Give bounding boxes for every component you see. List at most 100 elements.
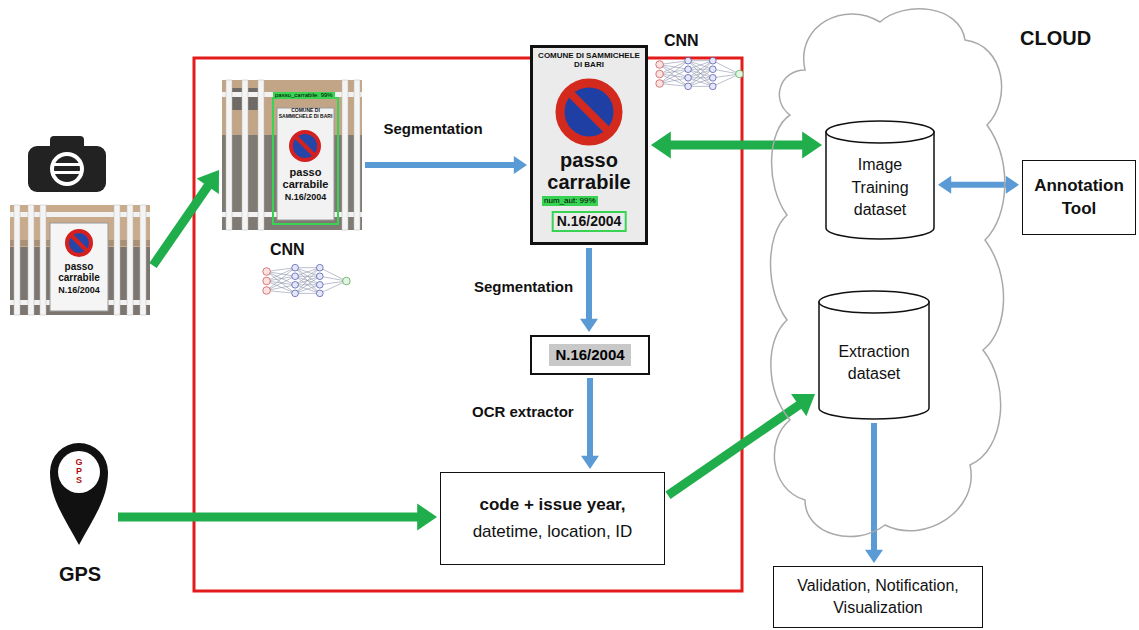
arrow-shaft bbox=[365, 162, 515, 168]
camera-lens-ring bbox=[50, 152, 84, 186]
cylinder-body bbox=[819, 302, 929, 419]
flow-arrow bbox=[938, 176, 1019, 194]
flow-arrow bbox=[581, 378, 599, 469]
detection-box bbox=[273, 98, 338, 224]
gate-bar bbox=[28, 205, 34, 315]
plate-number: N.16/2004 bbox=[552, 211, 627, 232]
gps-label: GPS bbox=[45, 562, 115, 586]
sign-text: passo carrabile bbox=[50, 261, 108, 283]
municipality-text: COMUNE DI SAMMICHELE DI BARI bbox=[536, 51, 642, 69]
tool-box: Annotation Tool bbox=[1022, 160, 1136, 235]
database-name: Image Training dataset bbox=[831, 154, 929, 221]
tool-name: Annotation Tool bbox=[1028, 175, 1130, 219]
camera-icon bbox=[28, 136, 106, 192]
sign-number: N.16/2004 bbox=[50, 285, 108, 295]
arrow-shaft bbox=[950, 182, 1007, 188]
arrow-head bbox=[651, 132, 671, 159]
cloud-heading: CLOUD bbox=[1020, 26, 1091, 50]
arrow-head bbox=[938, 176, 951, 194]
flow-arrow bbox=[580, 248, 598, 332]
no-parking-bar bbox=[295, 136, 315, 156]
detection-photo: passo_carrabile: 99% COMUNE DI SAMMICHELE… bbox=[222, 80, 362, 230]
neural-network-icon bbox=[656, 57, 743, 89]
flow-arrow bbox=[365, 156, 527, 174]
detection-label: passo_carrabile: 99% bbox=[273, 92, 335, 99]
gate-bar bbox=[114, 205, 120, 315]
edge-device-frame bbox=[194, 58, 742, 591]
lens-stripe bbox=[54, 171, 80, 174]
edge-label: OCR extractor bbox=[470, 403, 576, 421]
gate-bar bbox=[342, 80, 348, 230]
input-photo-picture bbox=[10, 205, 150, 315]
gate-bar bbox=[226, 80, 232, 230]
no-parking-bar bbox=[569, 92, 609, 132]
database-cylinder: Extraction dataset bbox=[818, 290, 930, 420]
model-label: CNN bbox=[664, 31, 699, 51]
arrow-head bbox=[417, 503, 437, 530]
arrow-head bbox=[791, 394, 815, 416]
flow-arrow bbox=[865, 423, 883, 563]
output-text: Validation, Notification, Visualization bbox=[782, 575, 974, 620]
arrow-shaft bbox=[153, 185, 209, 266]
sign-plate bbox=[50, 223, 108, 311]
gps-pin-icon bbox=[50, 443, 108, 545]
flow-arrow bbox=[118, 503, 437, 530]
pin-shape bbox=[50, 443, 108, 545]
flow-arrow bbox=[651, 132, 822, 159]
gps-source: G P S GPS bbox=[45, 440, 115, 590]
record-fields: datetime, location, ID bbox=[473, 519, 633, 545]
arrow-head bbox=[197, 170, 219, 194]
sign-text: passo carrabile bbox=[536, 149, 642, 193]
gate-bar bbox=[140, 205, 146, 315]
extracted-code-box: N.16/2004 bbox=[530, 335, 650, 375]
arrow-head bbox=[514, 156, 527, 174]
arrow-shaft bbox=[586, 248, 592, 320]
sign-plate bbox=[277, 108, 334, 220]
neural-network-icon bbox=[263, 264, 350, 296]
gate-bar bbox=[40, 205, 46, 315]
edge-label: Segmentation bbox=[472, 278, 575, 296]
sign-text: passo carrabile bbox=[277, 166, 334, 190]
cloud-shape bbox=[771, 9, 1005, 537]
gate-bar bbox=[354, 80, 360, 230]
database-cylinder: Image Training dataset bbox=[825, 120, 935, 240]
lens-stripe bbox=[54, 163, 80, 166]
gate-bar bbox=[242, 80, 248, 230]
sign-plate bbox=[532, 47, 647, 244]
photo-ground bbox=[222, 80, 362, 230]
no-parking-symbol bbox=[291, 132, 319, 160]
arrow-shaft bbox=[118, 512, 419, 521]
flow-arrow bbox=[153, 170, 219, 266]
sign-number: N.16/2004 bbox=[277, 192, 334, 202]
no-parking-symbol bbox=[560, 83, 618, 141]
record-heading: code + issue year, bbox=[479, 492, 625, 518]
gate-bar bbox=[14, 205, 20, 315]
input-photo: passo carrabileN.16/2004 bbox=[10, 205, 150, 315]
output-box: Validation, Notification, Visualization bbox=[773, 566, 983, 628]
cropped-sign-picture bbox=[532, 47, 647, 244]
cylinder-top bbox=[826, 121, 934, 143]
gate-bar bbox=[258, 80, 264, 230]
gate-bar bbox=[127, 205, 133, 315]
cloud-outline bbox=[765, 0, 1012, 548]
record-box: code + issue year,datetime, location, ID bbox=[440, 472, 665, 565]
pin-hole bbox=[58, 451, 100, 493]
detection-photo-picture bbox=[222, 80, 362, 230]
cylinder-body bbox=[826, 132, 934, 239]
photo-ground bbox=[10, 205, 150, 315]
edge-label: Segmentation bbox=[382, 120, 485, 138]
flow-arrow bbox=[668, 394, 815, 495]
arrow-head bbox=[581, 456, 599, 469]
municipality-text: COMUNE DI SAMMICHELE DI BARI bbox=[277, 108, 334, 119]
detection-label: num_aut: 99% bbox=[542, 196, 598, 206]
arrow-shaft bbox=[587, 378, 593, 457]
gps-letters: G P S bbox=[74, 458, 84, 485]
no-parking-symbol bbox=[67, 231, 91, 255]
database-name: Extraction dataset bbox=[824, 341, 924, 386]
cylinder-top bbox=[819, 291, 929, 313]
arrow-head bbox=[802, 132, 822, 159]
arrow-shaft bbox=[669, 141, 804, 150]
arrow-head bbox=[865, 550, 883, 563]
cropped-sign: COMUNE DI SAMMICHELE DI BARI passo carrab… bbox=[530, 45, 648, 245]
